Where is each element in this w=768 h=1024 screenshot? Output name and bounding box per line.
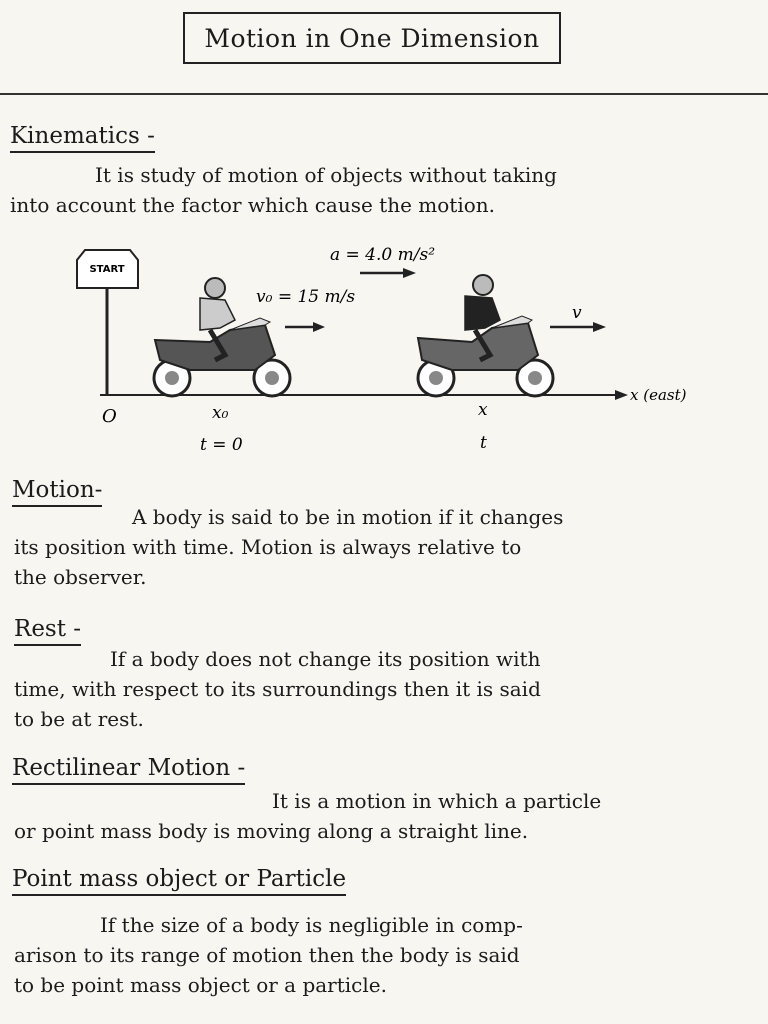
acceleration-label: a = 4.0 m/s²	[330, 245, 435, 265]
rectilinear-line-2: or point mass body is moving along a str…	[14, 819, 529, 843]
rectilinear-line-1: It is a motion in which a particle	[272, 789, 602, 813]
origin-label: O	[102, 406, 117, 427]
rest-line-3: to be at rest.	[14, 707, 144, 731]
kinematics-heading: Kinematics -	[10, 123, 155, 153]
rectilinear-heading: Rectilinear Motion -	[12, 755, 246, 785]
point-mass-line-1: If the size of a body is negligible in c…	[100, 913, 523, 937]
x-label: x	[478, 400, 488, 420]
start-sign-icon	[76, 249, 139, 289]
v-arrowhead-icon	[593, 322, 606, 332]
motion-line-3: the observer.	[14, 565, 147, 589]
motion-line-2: its position with time. Motion is always…	[14, 535, 522, 559]
motorcycle-1-icon	[152, 277, 292, 398]
motion-line-1: A body is said to be in motion if it cha…	[132, 505, 564, 529]
x0-label: x₀	[212, 403, 229, 423]
motorcycle-figure: START x (east) v₀ = 15 m/s a = 4.0 m/s²	[76, 245, 687, 455]
kinematics-line-2: into account the factor which cause the …	[10, 193, 495, 217]
start-sign-label: START	[89, 264, 124, 275]
point-mass-line-2: arison to its range of motion then the b…	[14, 943, 520, 967]
motion-heading: Motion-	[12, 477, 103, 507]
rest-line-1: If a body does not change its position w…	[110, 647, 541, 671]
t-label: t	[480, 433, 487, 453]
kinematics-text: It is study of motion of objects without…	[10, 160, 557, 220]
axis-arrow-icon	[615, 390, 628, 400]
rest-text: If a body does not change its position w…	[14, 644, 541, 734]
v-label: v	[572, 303, 582, 323]
point-mass-line-3: to be point mass object or a particle.	[14, 973, 387, 997]
motorcycle-2-icon	[416, 274, 555, 398]
title-divider	[0, 93, 768, 95]
v0-label: v₀ = 15 m/s	[256, 287, 355, 307]
accel-arrowhead-icon	[403, 268, 416, 278]
point-mass-heading: Point mass object or Particle	[12, 866, 347, 896]
v0-arrowhead-icon	[313, 322, 325, 332]
rest-heading: Rest -	[14, 616, 82, 646]
motion-text: A body is said to be in motion if it cha…	[14, 502, 563, 592]
rest-line-2: time, with respect to its surroundings t…	[14, 677, 541, 701]
axis-label: x (east)	[630, 386, 687, 404]
kinematics-line-1: It is study of motion of objects without…	[95, 163, 557, 187]
point-mass-text: If the size of a body is negligible in c…	[14, 910, 523, 1000]
rectilinear-text: It is a motion in which a particle or po…	[14, 786, 601, 846]
t0-label: t = 0	[200, 435, 243, 455]
page-title: Motion in One Dimension	[183, 12, 561, 64]
